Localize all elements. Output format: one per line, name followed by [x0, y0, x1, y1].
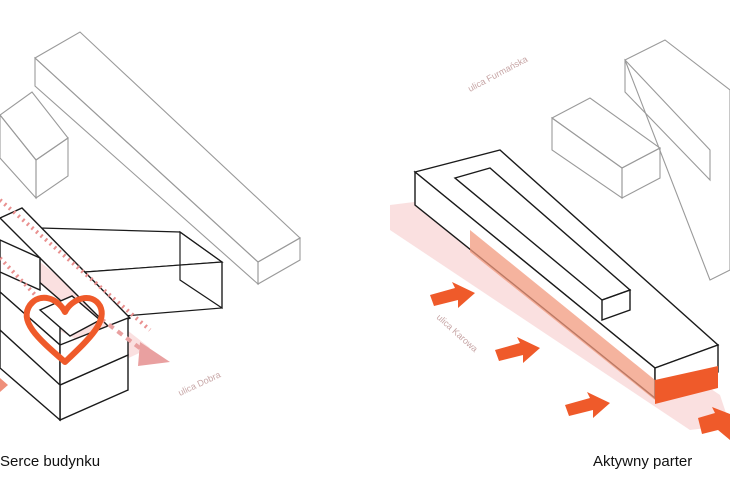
arrow-right-icon — [495, 337, 540, 363]
arrow-right-icon — [698, 407, 730, 440]
left-middle-slab — [38, 227, 224, 319]
caption-serce-budynku: Serce budynku — [0, 453, 101, 470]
arrow-right-icon — [430, 282, 475, 308]
caption-aktywny-parter: Aktywny parter — [593, 453, 693, 470]
arrow-right-icon — [565, 392, 610, 418]
left-arrow-dobra — [98, 316, 170, 366]
left-main-building — [0, 207, 132, 422]
street-label-dobra: ulica Dobra — [177, 370, 222, 398]
right-active-ground-floor — [470, 230, 718, 404]
left-dotted-lines — [0, 198, 152, 332]
right-context-long-block — [624, 39, 730, 281]
right-diagram: ulica Furmańska ulica Karowa — [390, 39, 730, 440]
street-label-karowa: ulica Karowa — [435, 312, 480, 354]
right-context-small-cube — [550, 97, 662, 200]
right-arrows — [430, 282, 730, 440]
left-context-long-block — [34, 31, 301, 286]
left-diagram: ulica Dobra — [0, 31, 301, 422]
street-label-furmanska: ulica Furmańska — [466, 54, 529, 94]
left-edge-arrow-icon — [0, 378, 8, 392]
left-context-small-cube — [0, 91, 69, 200]
heart-icon — [23, 294, 105, 365]
